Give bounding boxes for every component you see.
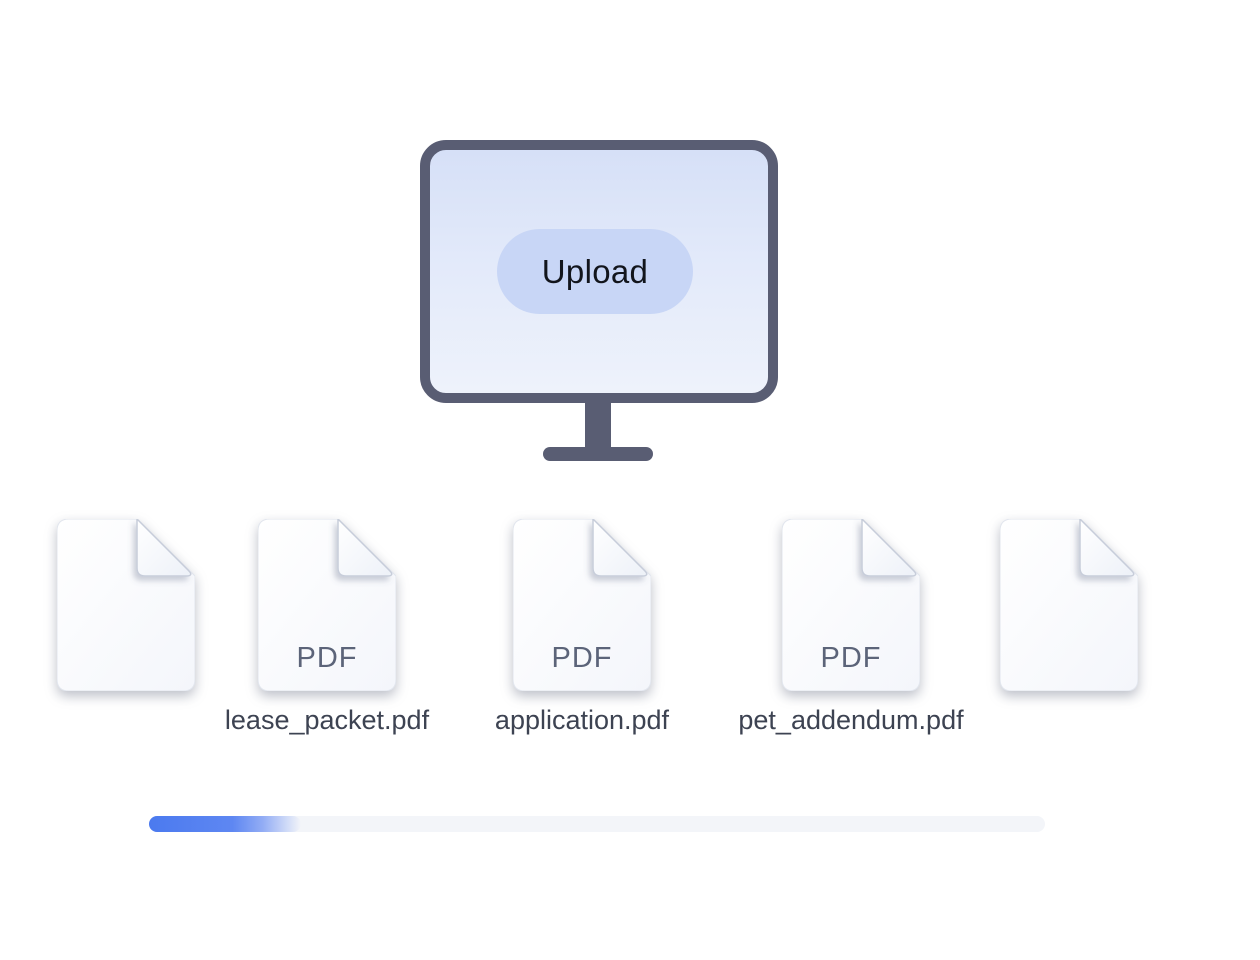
page-shape — [57, 519, 195, 691]
file-name-label: pet_addendum.pdf — [738, 705, 964, 735]
file-name-label: application.pdf — [494, 705, 670, 735]
folded-corner — [1079, 519, 1135, 577]
monitor-stand-base — [543, 447, 653, 461]
folded-corner — [592, 519, 648, 577]
upload-button[interactable]: Upload — [497, 229, 693, 314]
file-name-label: lease_packet.pdf — [224, 705, 430, 735]
upload-progress-bar — [149, 816, 1045, 832]
folded-corner — [861, 519, 917, 577]
monitor-stand-neck — [585, 400, 611, 448]
document-icon: PDF — [782, 519, 920, 691]
document-icon: PDF — [258, 519, 396, 691]
file-icon-pet-addendum: PDF pet_addendum.pdf — [738, 519, 964, 735]
file-icon-lease-packet: PDF lease_packet.pdf — [225, 519, 429, 735]
upload-progress-fill — [149, 816, 302, 832]
pdf-badge: PDF — [821, 642, 882, 674]
file-icon-blank — [1000, 519, 1138, 691]
document-icon — [57, 519, 195, 691]
monitor-screen — [420, 140, 778, 403]
file-icon-blank — [57, 519, 195, 691]
folded-corner — [337, 519, 393, 577]
document-icon: PDF — [513, 519, 651, 691]
page-shape — [1000, 519, 1138, 691]
pdf-badge: PDF — [297, 642, 358, 674]
file-icon-application: PDF application.pdf — [495, 519, 669, 735]
document-icon — [1000, 519, 1138, 691]
pdf-badge: PDF — [552, 642, 613, 674]
folded-corner — [136, 519, 192, 577]
